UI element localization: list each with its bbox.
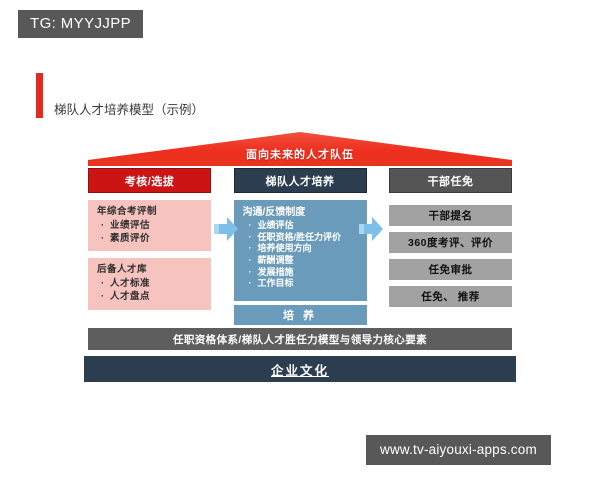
column-header-appointment[interactable]: 干部任免 (389, 168, 512, 193)
block-bullets: 业绩评估 素质评价 (97, 220, 211, 246)
column-cultivation: 梯队人才培养 沟通/反馈制度 业绩评估 任职资格/胜任力评价 培养使用方向 薪酬… (233, 168, 367, 325)
spacer (88, 251, 211, 258)
tg-badge: TG: MYYJJPP (18, 10, 144, 38)
roof-label: 面向未来的人才队伍 (246, 149, 354, 161)
column-assessment: 考核/选拔 年综合考评制 业绩评估 素质评价 后备人才库 人才标准 人才盘点 (88, 168, 211, 325)
item-appointment-recommendation[interactable]: 任免、 推荐 (389, 286, 512, 307)
block-bullets: 业绩评估 任职资格/胜任力评价 培养使用方向 薪酬调整 发展措施 工作目标 (243, 220, 367, 290)
spacer (234, 193, 367, 200)
title-accent-bar (36, 73, 43, 118)
bullet-item: 发展措施 (249, 267, 367, 279)
arrow-right-icon (214, 217, 238, 241)
foundation-bar-culture-label: 企业文化 (270, 363, 329, 378)
bullet-item: 人才盘点 (101, 291, 211, 304)
block-talent-pool[interactable]: 后备人才库 人才标准 人才盘点 (88, 258, 211, 310)
column-header-assessment[interactable]: 考核/选拔 (88, 168, 211, 193)
item-appointment-approval[interactable]: 任免审批 (389, 259, 512, 280)
column-header-cultivation[interactable]: 梯队人才培养 (233, 168, 367, 193)
spacer (389, 193, 512, 199)
diagram-columns: 考核/选拔 年综合考评制 业绩评估 素质评价 后备人才库 人才标准 人才盘点 梯… (88, 168, 512, 325)
bullet-item: 人才标准 (101, 278, 211, 291)
talent-pipeline-diagram: 面向未来的人才队伍 考核/选拔 年综合考评制 业绩评估 素质评价 后备人才库 人… (84, 132, 516, 382)
block-bullets: 人才标准 人才盘点 (97, 278, 211, 304)
arrow-right-icon (359, 217, 383, 241)
page-title: 梯队人才培养模型（示例） (54, 102, 205, 117)
item-cadre-nomination[interactable]: 干部提名 (389, 205, 512, 226)
spacer (88, 193, 211, 200)
block-cultivation-footer[interactable]: 培 养 (233, 305, 367, 325)
bullet-item: 素质评价 (101, 233, 211, 246)
bullet-item: 任职资格/胜任力评价 (249, 232, 367, 244)
foundation-bar-culture[interactable]: 企业文化 (84, 356, 516, 382)
block-communication-feedback[interactable]: 沟通/反馈制度 业绩评估 任职资格/胜任力评价 培养使用方向 薪酬调整 发展措施… (233, 200, 367, 301)
column-appointment: 干部任免 干部提名 360度考评、评价 任免审批 任免、 推荐 (389, 168, 512, 325)
block-annual-review[interactable]: 年综合考评制 业绩评估 素质评价 (88, 200, 211, 252)
bullet-item: 工作目标 (249, 278, 367, 290)
slide-title-row: 梯队人才培养模型（示例） (36, 72, 204, 118)
block-lead: 年综合考评制 (97, 206, 158, 217)
watermark: www.tv-aiyouxi-apps.com (366, 435, 551, 465)
block-lead: 沟通/反馈制度 (242, 207, 306, 218)
bullet-item: 业绩评估 (249, 220, 367, 232)
bullet-item: 培养使用方向 (249, 243, 367, 255)
bullet-item: 薪酬调整 (249, 255, 367, 267)
roof-shape (88, 132, 512, 166)
item-360-review[interactable]: 360度考评、评价 (389, 232, 512, 253)
block-lead: 后备人才库 (97, 264, 148, 276)
bullet-item: 业绩评估 (101, 220, 211, 233)
foundation-bar-qualification[interactable]: 任职资格体系/梯队人才胜任力模型与领导力核心要素 (88, 328, 512, 350)
